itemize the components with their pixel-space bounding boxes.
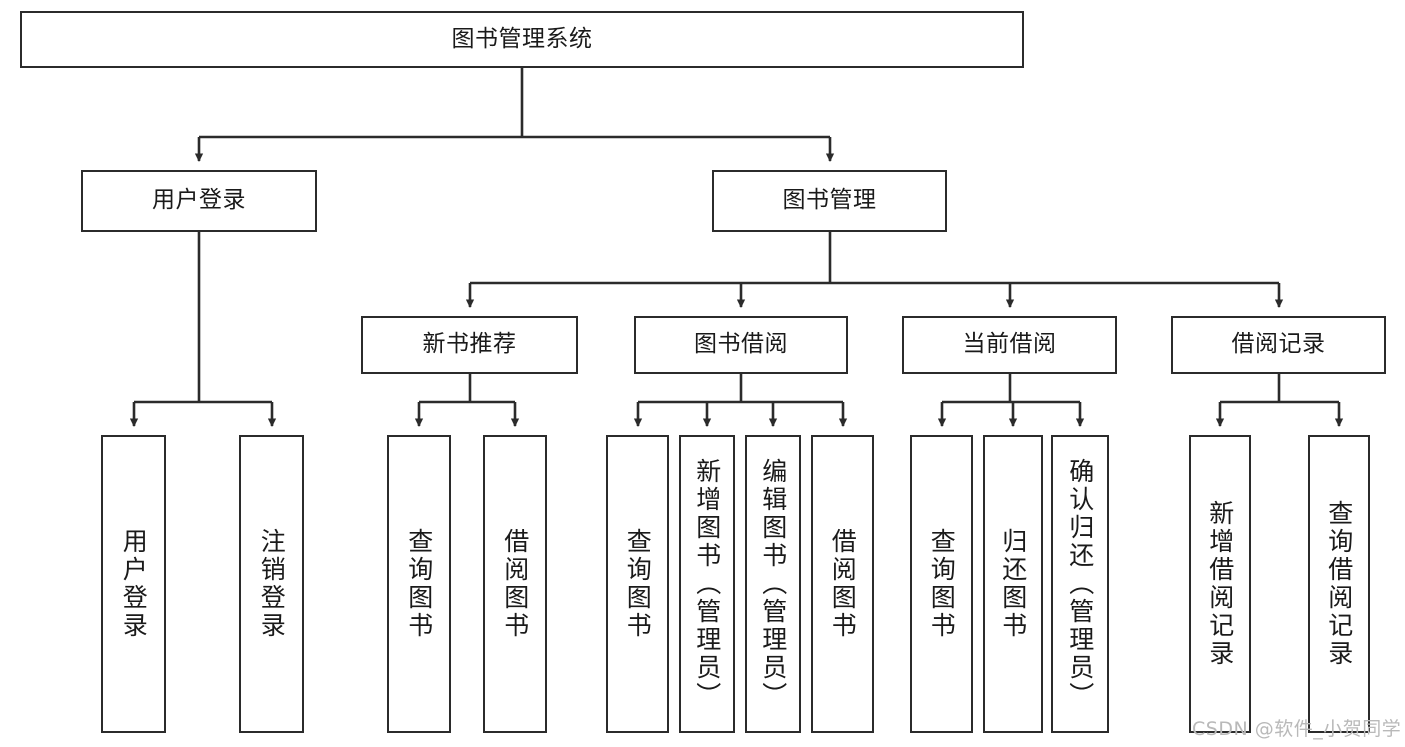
node-leaf-confirm-return[interactable]: 确认归还（管理员） xyxy=(1051,435,1109,733)
node-label: 查询图书 xyxy=(623,528,653,640)
csdn-watermark: CSDN @软件_小贺同学 xyxy=(1192,718,1402,740)
node-leaf-edit-book[interactable]: 编辑图书（管理员） xyxy=(745,435,801,733)
node-leaf-add-record[interactable]: 新增借阅记录 xyxy=(1189,435,1251,733)
node-leaf-user-logout[interactable]: 注销登录 xyxy=(239,435,304,733)
node-new-book-rec[interactable]: 新书推荐 xyxy=(361,316,578,374)
node-label: 图书管理系统 xyxy=(451,25,593,52)
node-label: 查询图书 xyxy=(927,528,957,640)
node-label: 编辑图书（管理员） xyxy=(758,458,788,710)
node-label: 注销登录 xyxy=(257,528,287,640)
node-label: 图书借阅 xyxy=(694,331,788,358)
node-label: 借阅图书 xyxy=(828,528,858,640)
node-label: 用户登录 xyxy=(152,187,246,214)
node-label: 新书推荐 xyxy=(422,331,517,358)
node-leaf-user-login[interactable]: 用户登录 xyxy=(101,435,166,733)
node-book-borrow[interactable]: 图书借阅 xyxy=(634,316,848,374)
node-label: 归还图书 xyxy=(998,528,1028,640)
node-label: 图书管理 xyxy=(782,187,877,214)
node-current-borrow[interactable]: 当前借阅 xyxy=(902,316,1117,374)
node-leaf-query-book-2[interactable]: 查询图书 xyxy=(606,435,669,733)
node-label: 借阅记录 xyxy=(1231,331,1326,358)
node-label: 用户登录 xyxy=(119,528,149,640)
node-leaf-add-book[interactable]: 新增图书（管理员） xyxy=(679,435,735,733)
node-user-login[interactable]: 用户登录 xyxy=(81,170,317,232)
node-leaf-query-book-3[interactable]: 查询图书 xyxy=(910,435,973,733)
node-root[interactable]: 图书管理系统 xyxy=(20,11,1024,68)
node-label: 确认归还（管理员） xyxy=(1065,458,1095,710)
node-leaf-borrow-book-1[interactable]: 借阅图书 xyxy=(483,435,547,733)
node-leaf-return-book[interactable]: 归还图书 xyxy=(983,435,1043,733)
node-label: 借阅图书 xyxy=(500,528,530,640)
node-leaf-query-record[interactable]: 查询借阅记录 xyxy=(1308,435,1370,733)
node-label: 当前借阅 xyxy=(962,331,1057,358)
node-borrow-record[interactable]: 借阅记录 xyxy=(1171,316,1386,374)
node-book-manage[interactable]: 图书管理 xyxy=(712,170,947,232)
node-label: 查询图书 xyxy=(404,528,434,640)
node-leaf-borrow-book-2[interactable]: 借阅图书 xyxy=(811,435,874,733)
node-leaf-query-book-1[interactable]: 查询图书 xyxy=(387,435,451,733)
node-label: 查询借阅记录 xyxy=(1324,500,1354,668)
node-label: 新增图书（管理员） xyxy=(692,458,722,710)
node-label: 新增借阅记录 xyxy=(1205,500,1235,668)
